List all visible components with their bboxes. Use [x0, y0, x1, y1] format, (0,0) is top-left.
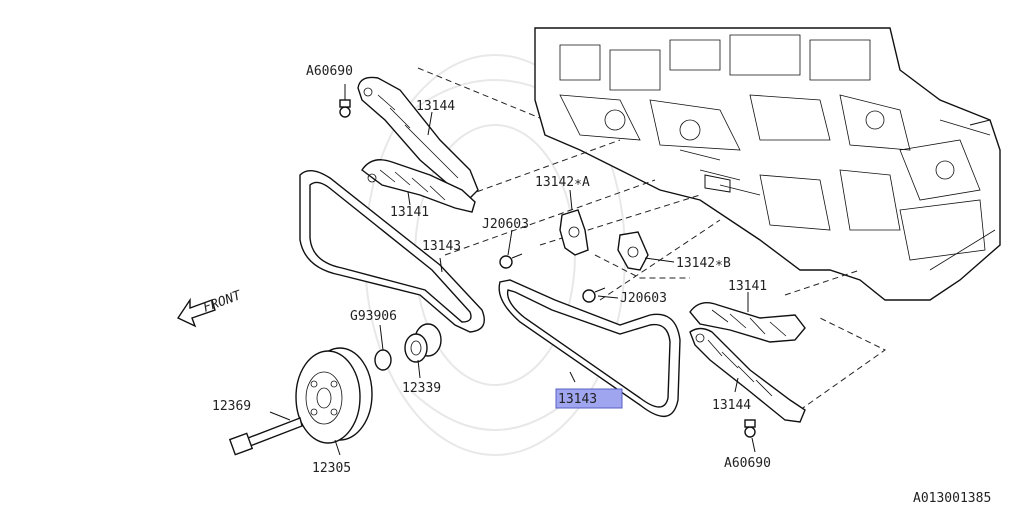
label-13142-a[interactable]: 13142∗A [535, 175, 590, 190]
front-label: FRONT [201, 288, 244, 316]
timing-belt-left [299, 170, 485, 333]
label-13141-right[interactable]: 13141 [728, 279, 767, 294]
label-j20603-left[interactable]: J20603 [482, 217, 529, 232]
label-g93906[interactable]: G93906 [350, 309, 397, 324]
diagram-id: A013001385 [913, 491, 991, 506]
bolt-j20603-left [499, 253, 523, 269]
label-13141-left[interactable]: 13141 [390, 205, 429, 220]
crank-bolt-12369 [228, 417, 303, 456]
tensioner-13142-a [559, 209, 589, 256]
label-13144-top[interactable]: 13144 [416, 99, 455, 114]
timing-belt-main [498, 279, 681, 417]
chain-guide-13141-left [361, 159, 476, 213]
highlight-box-13143 [555, 388, 623, 409]
label-12339[interactable]: 12339 [402, 381, 441, 396]
bolt-j20603-right [582, 287, 606, 303]
bolt-a60690-bottom [744, 419, 756, 438]
label-13143-left[interactable]: 13143 [422, 239, 461, 254]
label-a60690-top[interactable]: A60690 [306, 64, 353, 79]
idler-12339 [404, 323, 442, 363]
label-13142-b[interactable]: 13142∗B [676, 256, 731, 271]
o-ring-g93906 [374, 349, 392, 371]
crank-pulley-12305 [295, 347, 373, 444]
label-12369[interactable]: 12369 [212, 399, 251, 414]
chain-guide-13144-top [357, 76, 479, 199]
bolt-a60690-top [339, 99, 351, 118]
chain-guide-13144-bottom [689, 327, 806, 423]
tensioner-13142-b [617, 231, 649, 271]
front-arrow [176, 297, 216, 328]
engine-block [534, 27, 1001, 301]
leader-lines [269, 84, 756, 456]
chain-guide-13141-right [689, 302, 806, 343]
label-j20603-right[interactable]: J20603 [620, 291, 667, 306]
label-13143-main[interactable]: 13143 [558, 392, 597, 407]
label-a60690-bottom[interactable]: A60690 [724, 456, 771, 471]
label-13144-bottom[interactable]: 13144 [712, 398, 751, 413]
label-12305[interactable]: 12305 [312, 461, 351, 476]
